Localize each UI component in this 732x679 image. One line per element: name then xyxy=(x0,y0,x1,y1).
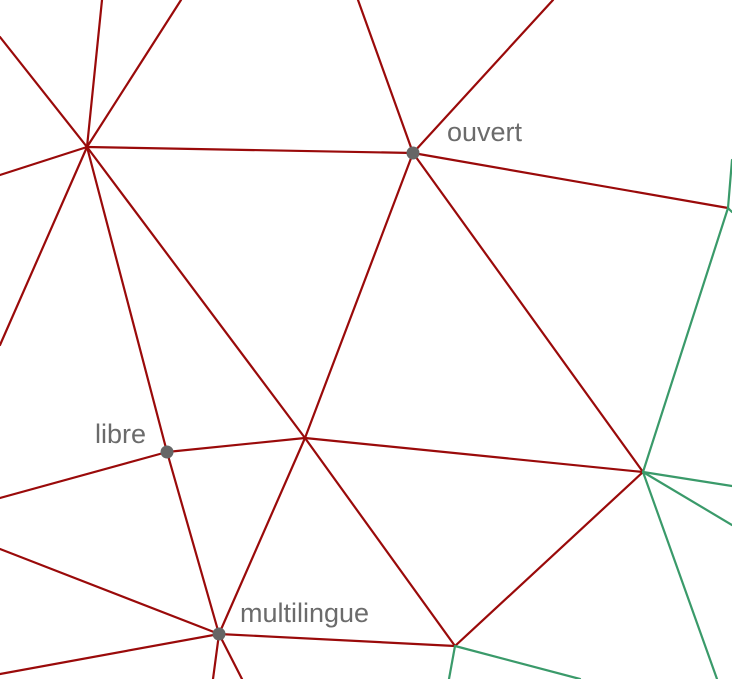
node-label-multilingue: multilingue xyxy=(240,598,369,628)
node-dot xyxy=(160,445,174,459)
labeled-nodes: ouvert libre multilingue xyxy=(95,117,523,641)
graph-edge xyxy=(85,145,415,155)
graph-edge xyxy=(0,632,221,676)
graph-edge xyxy=(0,547,221,636)
graph-edge xyxy=(303,151,415,440)
node-dot xyxy=(212,627,226,641)
graph-edge xyxy=(0,450,169,500)
graph-edge xyxy=(303,436,457,648)
graph-edge xyxy=(641,470,719,679)
graph-edge xyxy=(0,145,89,347)
node-multilingue: multilingue xyxy=(212,598,369,641)
graph-edge xyxy=(85,0,104,149)
graph-edge xyxy=(726,206,732,214)
node-dot xyxy=(406,146,420,160)
graph-edge xyxy=(453,644,582,679)
secondary-edges xyxy=(447,158,732,679)
node-libre: libre xyxy=(95,419,174,459)
graph-edge xyxy=(165,436,307,454)
graph-edge xyxy=(411,151,730,210)
graph-edge xyxy=(211,632,221,679)
node-label-libre: libre xyxy=(95,419,146,449)
node-label-ouvert: ouvert xyxy=(447,117,523,147)
graph-edge xyxy=(356,0,415,155)
graph-edge xyxy=(217,436,307,636)
graph-edge xyxy=(453,470,645,648)
graph-edge xyxy=(641,470,732,527)
graph-edge xyxy=(85,0,183,149)
graph-edge xyxy=(726,158,732,210)
graph-edge xyxy=(411,151,645,474)
graph-edge xyxy=(85,145,169,454)
graph-edge xyxy=(447,644,457,679)
graph-edge xyxy=(217,632,457,648)
graph-edge xyxy=(217,632,244,679)
graph-edge xyxy=(0,35,89,149)
graph-edge xyxy=(411,0,555,155)
graph-edge xyxy=(641,206,730,474)
graph-edge xyxy=(165,450,221,636)
graph-edge xyxy=(85,145,307,440)
node-ouvert: ouvert xyxy=(406,117,523,160)
graph-edge xyxy=(303,436,645,474)
graph-edge xyxy=(641,470,732,488)
graph-edge xyxy=(0,145,89,177)
